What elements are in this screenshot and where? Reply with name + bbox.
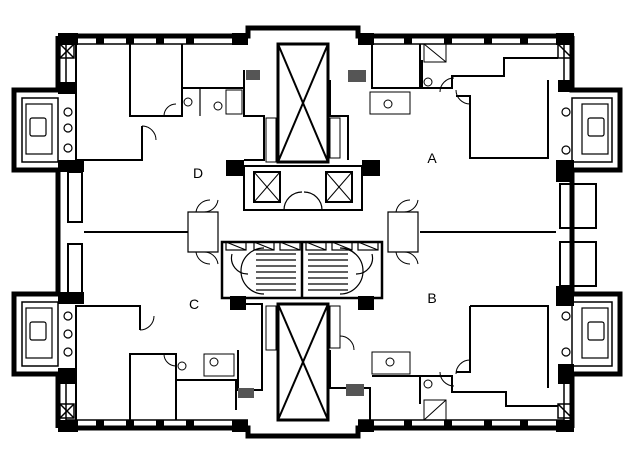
unit-label-a: A (427, 150, 437, 166)
side-bathrooms (25, 103, 609, 359)
structural-columns (58, 80, 574, 432)
stairs (220, 240, 384, 300)
shafts (276, 42, 330, 422)
unit-label-d: D (193, 165, 203, 181)
unit-d-partitions (75, 44, 277, 163)
exterior-walls (11, 25, 623, 439)
unit-a-partitions (329, 43, 558, 160)
unit-label-b: B (427, 290, 436, 306)
unit-c-partitions (75, 303, 277, 420)
unit-b-partitions (329, 305, 558, 421)
corner-braces (59, 43, 573, 419)
elevators (243, 165, 363, 211)
corridor (84, 199, 556, 265)
unit-label-c: C (189, 296, 199, 312)
balcony-blocks (67, 171, 597, 295)
